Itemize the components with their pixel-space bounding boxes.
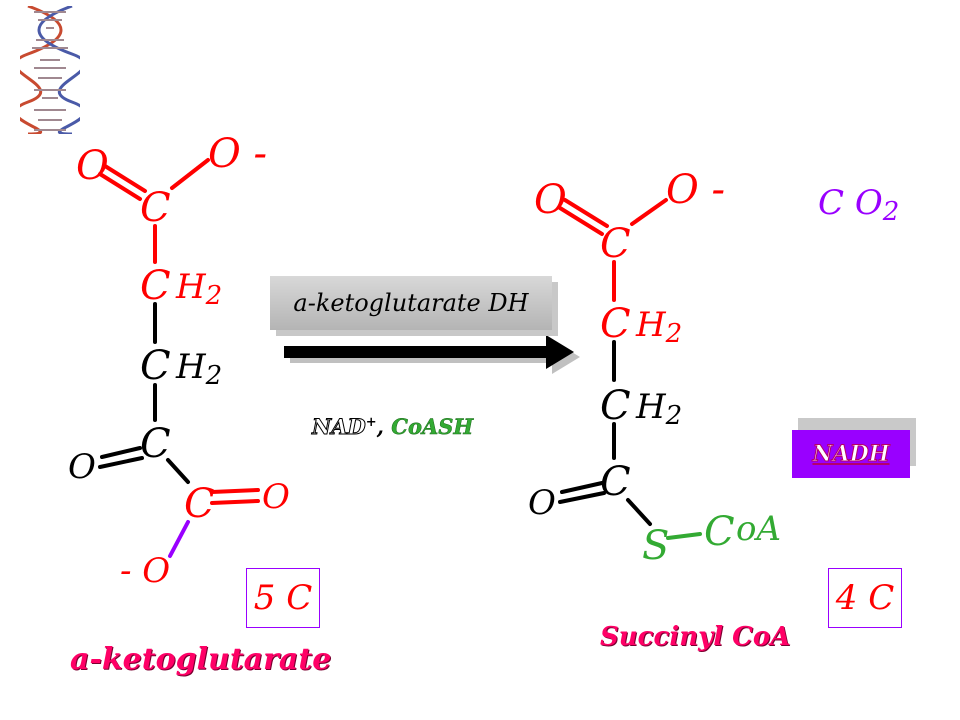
bond-c4-s-r <box>626 498 652 526</box>
enzyme-label: a-ketoglutarate DH <box>270 276 552 330</box>
atom-c4: C <box>140 421 171 467</box>
carbon-count-box-right: 4 C <box>828 568 902 628</box>
bond-c4-o-double-a <box>100 446 142 459</box>
atom-c1: C <box>140 185 171 231</box>
dna-helix-image <box>20 6 80 134</box>
atom-c3: C <box>140 343 171 389</box>
product-atom-o-left: O <box>528 483 556 523</box>
bond-c4-c5 <box>166 458 190 484</box>
product-atom-s: S <box>642 523 670 569</box>
bond-o-c1-double-a-r <box>558 206 604 236</box>
nad-superscript: + <box>365 415 377 430</box>
atom-c2: C <box>140 263 171 309</box>
product-coa-oa: oA <box>736 509 782 549</box>
cofactors-label: NAD+, CoASH <box>312 414 474 440</box>
atom-o-minus: O - <box>208 131 268 177</box>
bond-o-c1-double-a <box>98 172 142 201</box>
bond-c4-o-double-a-r <box>560 481 604 494</box>
product-coa-c: C <box>704 509 735 555</box>
bond-c1-ominus-r <box>630 198 668 226</box>
bond-o-c1-double-b <box>103 164 147 193</box>
coash-label: CoASH <box>391 414 474 440</box>
product-atom-c1: C <box>600 221 631 267</box>
product-atom-c3: C <box>600 383 631 429</box>
bond-o-c1-double-b-r <box>563 198 609 228</box>
bond-c5-o-double-b <box>210 499 260 505</box>
atom-o-minus-bottom: - O <box>120 551 171 591</box>
co2-formula: C O2 <box>818 183 900 227</box>
nadh-label: NADH <box>812 441 890 468</box>
product-atom-c2: C <box>600 301 631 347</box>
atom-h2-b: H2 <box>176 347 223 391</box>
product-atom-o-minus: O - <box>666 167 726 213</box>
bond-c1-ominus <box>170 158 210 190</box>
atom-h2-a: H2 <box>176 267 223 311</box>
bond-s-coa-r <box>666 532 702 540</box>
product-name-label: Succinyl CoA <box>600 622 791 652</box>
nadh-badge: NADH <box>792 430 910 478</box>
cofactor-separator: , <box>376 414 392 439</box>
atom-o-right: O <box>262 477 290 517</box>
bond-c4-o-double-b <box>98 456 144 469</box>
reactant-name-label: a-ketoglutarate <box>70 642 332 677</box>
reaction-arrow <box>284 335 580 374</box>
product-atom-c4: C <box>600 459 631 505</box>
atom-o-top: O <box>76 143 109 189</box>
carbon-count-box-left: 5 C <box>246 568 320 628</box>
nad-label: NAD <box>312 414 367 440</box>
product-atom-h2-b: H2 <box>636 387 683 431</box>
product-atom-h2-a: H2 <box>636 305 683 349</box>
bond-c5-o-double-a <box>210 488 260 494</box>
atom-o-keto: O <box>68 447 96 487</box>
product-atom-o-top: O <box>534 177 567 223</box>
bond-c5-ominus <box>168 520 190 558</box>
atom-c5: C <box>184 481 215 527</box>
bond-c4-o-double-b-r <box>558 491 606 504</box>
